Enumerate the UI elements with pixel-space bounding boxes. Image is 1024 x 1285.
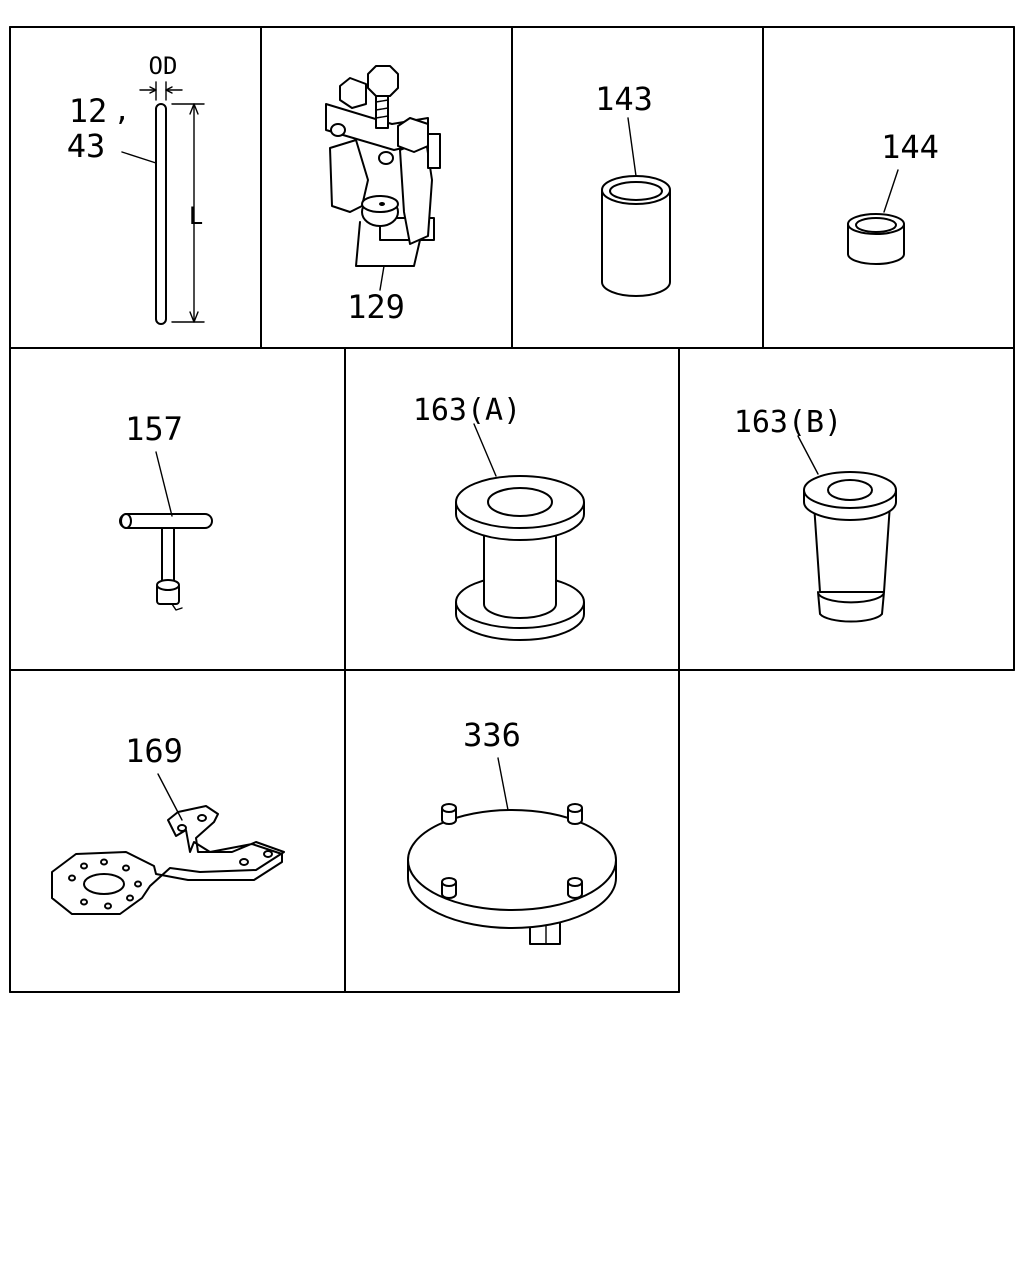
- puller-part: [325, 65, 441, 267]
- bracket-part: [51, 805, 285, 915]
- cell-rod-12-43: OD L 12 , 43: [67, 52, 205, 325]
- leader-line-163a: [473, 423, 497, 477]
- comma-separator: ,: [114, 94, 131, 127]
- length-dimension: [171, 103, 205, 323]
- leader-line-169: [157, 773, 183, 821]
- sleeve-part: [601, 175, 671, 297]
- grid-lines: [9, 26, 1015, 993]
- cell-puller-129: 129: [325, 65, 441, 326]
- part-number-43: 43: [67, 127, 106, 165]
- od-dimension: [139, 81, 183, 101]
- part-number-157: 157: [125, 410, 183, 448]
- cell-spool-163a: 163(A): [413, 393, 585, 641]
- t-wrench-part: [119, 513, 213, 611]
- part-number-144: 144: [881, 128, 939, 166]
- leader-line-129: [379, 265, 385, 291]
- leader-line-143: [627, 117, 637, 177]
- part-number-12: 12: [69, 92, 108, 130]
- bushing-part: [803, 471, 897, 623]
- part-number-163a: 163(A): [413, 393, 521, 428]
- cell-fixture-336: 336: [407, 716, 617, 945]
- fixture-plate-part: [407, 803, 617, 945]
- cell-sleeve-143: 143: [595, 80, 671, 297]
- part-number-336: 336: [463, 716, 521, 754]
- collar-part: [847, 213, 905, 265]
- leader-line-163b: [797, 435, 819, 475]
- leader-line-157: [155, 451, 173, 517]
- locating-pins: [441, 803, 583, 899]
- cell-collar-144: 144: [847, 128, 939, 265]
- od-label: OD: [149, 52, 178, 80]
- part-number-169: 169: [125, 732, 183, 770]
- part-number-143: 143: [595, 80, 653, 118]
- leader-line-43: [121, 151, 157, 164]
- cell-bracket-169: 169: [51, 732, 285, 915]
- leader-line-336: [497, 757, 509, 811]
- length-label: L: [189, 202, 203, 230]
- part-number-129: 129: [347, 288, 405, 326]
- cell-t-wrench-157: 157: [119, 410, 213, 611]
- leader-line-144: [883, 169, 899, 213]
- part-number-163b: 163(B): [734, 405, 842, 440]
- spool-part: [455, 475, 585, 641]
- cell-bushing-163b: 163(B): [734, 405, 897, 623]
- rod-part: [155, 103, 167, 325]
